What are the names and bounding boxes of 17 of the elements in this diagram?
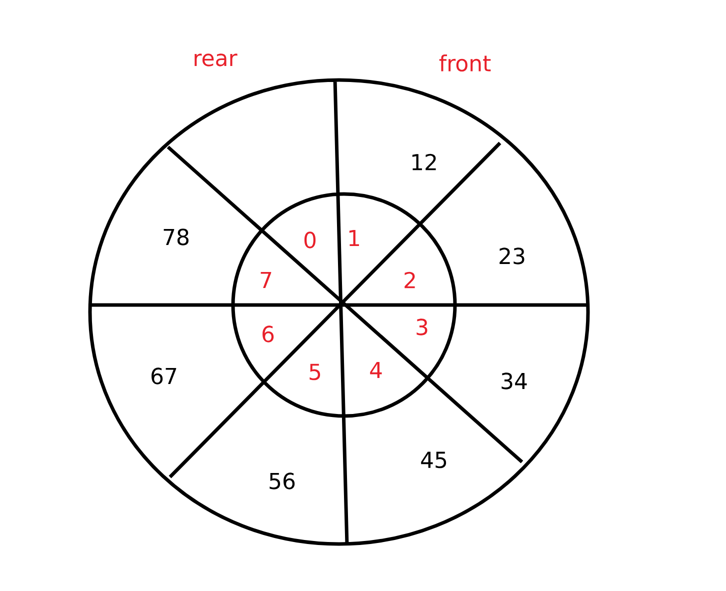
- sector-number: 45: [421, 452, 446, 468]
- sector-number: 0: [304, 232, 316, 248]
- sector-number: 23: [500, 248, 524, 264]
- sector-number: 12: [412, 154, 436, 170]
- sector-number: 67: [152, 368, 176, 384]
- sector-number: 2: [404, 272, 415, 288]
- sector-number: 78: [164, 228, 188, 246]
- sector-number: 34: [502, 372, 527, 390]
- sector-number: 4: [370, 362, 382, 378]
- sector-number: 5: [310, 364, 320, 380]
- sector-number: 56: [270, 472, 295, 490]
- sector-number: 6: [262, 326, 274, 342]
- direction-label: rear: [194, 54, 238, 66]
- sector-number: 3: [416, 318, 428, 336]
- direction-label: front: [439, 54, 491, 72]
- sector-number: 1: [349, 230, 359, 246]
- sector-number: 7: [260, 272, 272, 288]
